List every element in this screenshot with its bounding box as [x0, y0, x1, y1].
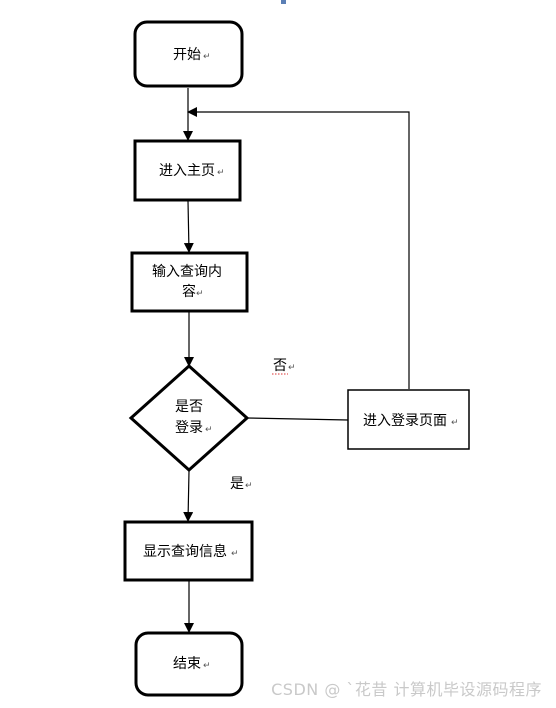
home-para-mark: ↵	[217, 168, 225, 178]
edge-label-no: 否	[273, 358, 287, 374]
end-node	[134, 631, 244, 697]
input-node-label-line2: 容	[182, 283, 196, 300]
edge-label-no-para-mark: ↵	[288, 363, 296, 373]
edge-decision-to-login	[246, 417, 349, 421]
input-node-label-line1: 输入查询内	[152, 264, 222, 280]
end-node-label: 结束	[173, 656, 201, 672]
start-node	[133, 20, 244, 88]
login-node	[347, 389, 470, 450]
decision-node-label-line1: 是否	[175, 399, 203, 415]
input-node	[130, 251, 249, 313]
watermark: CSDN @ ˋ花昔 计算机毕设源码程序	[271, 680, 542, 699]
start-para-mark: ↵	[203, 52, 211, 62]
decision-para-mark: ↵	[205, 425, 213, 435]
edge-decision-to-show	[183, 470, 194, 522]
login-para-mark: ↵	[451, 418, 459, 428]
login-node-label: 进入登录页面	[363, 413, 447, 429]
decision-node	[128, 363, 250, 473]
top-mark	[281, 0, 286, 4]
show-node-label: 显示查询信息	[143, 543, 227, 560]
edge-home-to-input	[183, 200, 194, 253]
start-node-label: 开始	[173, 47, 201, 63]
input-para-mark: ↵	[196, 289, 204, 299]
show-node	[123, 520, 254, 582]
home-node	[133, 139, 242, 202]
decision-node-label-line2: 登录	[175, 420, 203, 436]
end-para-mark: ↵	[203, 661, 211, 671]
edge-label-yes: 是	[230, 476, 244, 492]
edge-login-back-to-home	[187, 107, 410, 389]
edge-label-yes-para-mark: ↵	[245, 481, 253, 491]
home-node-label: 进入主页	[159, 163, 215, 179]
show-para-mark: ↵	[231, 549, 239, 559]
